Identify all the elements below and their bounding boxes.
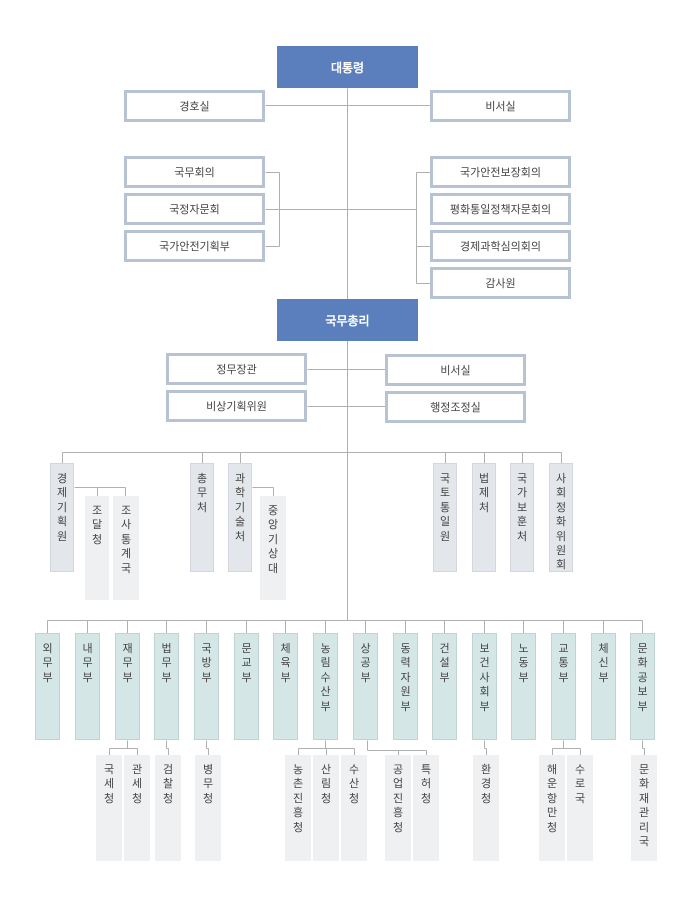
national-security-planning-agency-box: 국가안전기획부	[124, 230, 265, 262]
president-box: 대통령	[277, 46, 418, 88]
state-council-box: 국무회의	[124, 156, 265, 188]
emergency-planning-committee-box: 비상기획위원	[166, 390, 307, 422]
pm-secretariat-box: 비서실	[385, 354, 526, 386]
administrative-coordination-office-box: 행정조정실	[385, 391, 526, 423]
presidential-secretariat-box: 비서실	[430, 90, 571, 122]
peaceful-unification-council-box: 평화통일정책자문회의	[430, 193, 571, 225]
state-advisory-council-box: 국정자문회	[124, 193, 265, 225]
economic-science-council-box: 경제과학심의회의	[430, 230, 571, 262]
national-security-council-box: 국가안전보장회의	[430, 156, 571, 188]
board-of-audit-box: 감사원	[430, 267, 571, 299]
prime-minister-box: 국무총리	[277, 299, 418, 341]
political-affairs-minister-box: 정무장관	[166, 353, 307, 385]
presidential-security-office-box: 경호실	[124, 90, 265, 122]
